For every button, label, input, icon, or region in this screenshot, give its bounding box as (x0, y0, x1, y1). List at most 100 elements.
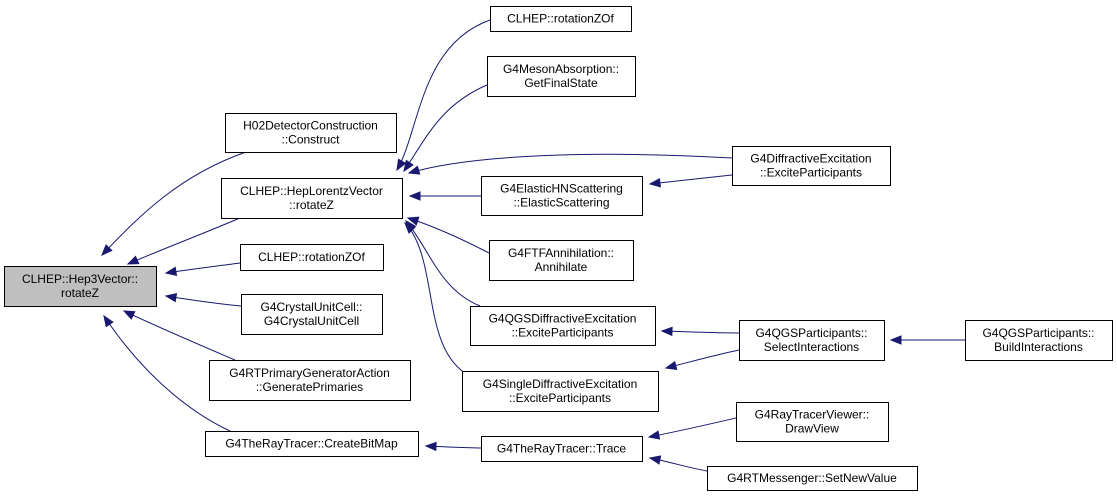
node-label: G4MesonAbsorption:: (503, 62, 619, 76)
node-box[interactable] (462, 371, 659, 412)
node-box[interactable] (209, 360, 411, 401)
edge-n6-to-n0 (103, 314, 231, 432)
node-label: rotateZ (61, 286, 99, 300)
function-node[interactable]: G4ElasticHNScattering::ElasticScattering (481, 176, 643, 216)
node-label: GetFinalState (524, 76, 598, 90)
edge-n8-to-n2 (403, 84, 488, 173)
edge-n16-to-n13 (647, 417, 737, 440)
node-box[interactable] (739, 320, 885, 361)
arrowhead (424, 441, 437, 452)
node-box[interactable] (489, 240, 634, 281)
node-label: G4QGSParticipants:: (755, 326, 867, 340)
edges-layer (101, 19, 965, 472)
arrowhead (407, 165, 421, 175)
node-box[interactable] (481, 436, 643, 462)
node-box[interactable] (736, 402, 889, 442)
function-node[interactable]: G4QGSParticipants::SelectInteractions (739, 320, 885, 361)
arrowhead (889, 335, 902, 345)
node-label: DrawView (785, 422, 839, 436)
node-label: G4ElasticHNScattering (500, 182, 623, 196)
arrowhead (664, 360, 678, 371)
arrowhead (164, 292, 178, 303)
function-node[interactable]: G4TheRayTracer::Trace (481, 436, 643, 462)
node-label: Annihilate (535, 260, 588, 274)
node-label: G4FTFAnnihilation:: (508, 246, 614, 260)
function-node[interactable]: G4MesonAbsorption::GetFinalState (487, 56, 636, 97)
function-node[interactable]: G4RTPrimaryGeneratorAction::GeneratePrim… (209, 360, 411, 401)
node-label: H02DetectorConstruction (243, 119, 378, 133)
node-label: BuildInteractions (994, 340, 1083, 354)
function-node[interactable]: G4CrystalUnitCell::G4CrystalUnitCell (241, 294, 383, 335)
node-box[interactable] (707, 466, 918, 491)
node-label: ::ExciteParticipants (509, 391, 611, 405)
edge-line (405, 220, 481, 307)
node-label: ::ExciteParticipants (511, 326, 613, 340)
node-label: G4SingleDiffractiveExcitation (483, 377, 638, 391)
arrowhead (648, 178, 661, 188)
edge-line (127, 217, 241, 265)
node-box[interactable] (965, 320, 1113, 361)
arrowhead (408, 191, 421, 201)
function-node[interactable]: H02DetectorConstruction::Construct (225, 113, 397, 153)
node-label: ::rotateZ (289, 198, 334, 212)
edge-n14-to-n9 (648, 174, 733, 188)
function-node[interactable]: G4RTMessenger::SetNewValue (707, 466, 918, 491)
function-node[interactable]: G4TheRayTracer::CreateBitMap (205, 431, 419, 457)
edge-n15-to-n12 (664, 349, 740, 371)
node-box[interactable] (205, 431, 419, 457)
node-box[interactable] (490, 6, 632, 32)
edge-n17-to-n13 (648, 455, 708, 472)
edge-n2-to-n0 (126, 217, 241, 265)
function-node[interactable]: G4QGSParticipants::BuildInteractions (965, 320, 1113, 361)
node-box[interactable] (221, 178, 403, 219)
root-function-node[interactable]: CLHEP::Hep3Vector::rotateZ (4, 266, 157, 307)
edge-line (649, 174, 733, 185)
edge-line (396, 19, 491, 171)
node-box[interactable] (240, 244, 384, 271)
node-label: G4QGSParticipants:: (982, 326, 1094, 340)
function-node[interactable]: G4QGSDiffractiveExcitation::ExcitePartic… (470, 306, 656, 346)
edge-line (408, 153, 733, 174)
edge-line (403, 84, 488, 172)
edge-n14-to-n2 (407, 153, 733, 175)
node-label: G4QGSDiffractiveExcitation (489, 312, 637, 326)
node-label: ::ElasticScattering (513, 196, 609, 210)
edge-line (665, 349, 740, 369)
function-node[interactable]: G4FTFAnnihilation::Annihilate (489, 240, 634, 281)
function-node[interactable]: CLHEP::HepLorentzVector::rotateZ (221, 178, 403, 219)
arrowhead (164, 266, 178, 277)
node-box[interactable] (487, 56, 636, 97)
function-node[interactable]: G4SingleDiffractiveExcitation::ExcitePar… (462, 371, 659, 412)
node-box[interactable] (481, 176, 643, 216)
function-node[interactable]: G4DiffractiveExcitation::ExciteParticipa… (732, 146, 891, 186)
node-label: G4RayTracerViewer:: (755, 408, 870, 422)
node-label: ::GeneratePrimaries (256, 380, 363, 394)
edge-n15-to-n11 (660, 326, 740, 337)
edge-n3-to-n0 (164, 262, 241, 277)
node-box[interactable] (225, 113, 397, 153)
function-node[interactable]: G4RayTracerViewer::DrawView (736, 402, 889, 442)
arrowhead (101, 244, 113, 256)
function-node[interactable]: CLHEP::rotationZOf (490, 6, 632, 32)
node-box[interactable] (241, 294, 383, 335)
nodes-layer: CLHEP::Hep3Vector::rotateZ H02DetectorCon… (4, 6, 1113, 491)
node-label: CLHEP::rotationZOf (507, 12, 614, 26)
node-box[interactable] (470, 306, 656, 346)
arrowhead (648, 455, 662, 465)
edge-line (165, 262, 241, 274)
edge-line (123, 310, 236, 361)
node-box[interactable] (732, 146, 891, 186)
node-box[interactable] (4, 266, 157, 307)
node-label: G4TheRayTracer::Trace (497, 442, 626, 456)
function-node[interactable]: CLHEP::rotationZOf (240, 244, 384, 271)
edge-n4-to-n0 (164, 292, 242, 307)
edge-n18-to-n15 (889, 335, 965, 345)
arrowhead (122, 310, 136, 320)
edge-line (407, 217, 490, 254)
edge-line (165, 295, 242, 307)
edge-line (103, 315, 231, 432)
node-label: ::Construct (281, 133, 340, 147)
arrowhead (404, 222, 416, 234)
node-label: G4CrystalUnitCell (264, 314, 359, 328)
